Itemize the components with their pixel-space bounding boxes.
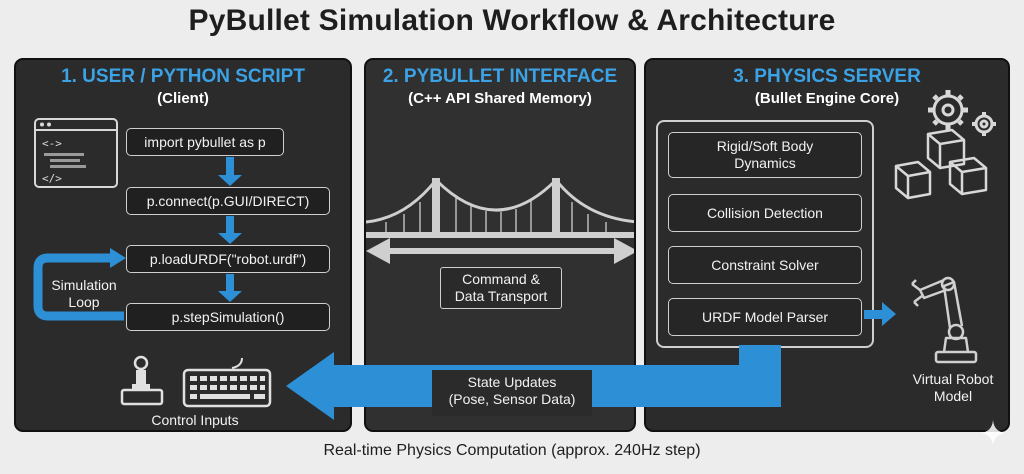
module-rigid-line1: Rigid/Soft Body — [716, 138, 814, 154]
code-step-stepsimulation: p.stepSimulation() — [126, 303, 330, 331]
simulation-loop-arrow — [33, 253, 124, 321]
transport-line2: Data Transport — [454, 288, 548, 304]
server-subheading: (Bullet Engine Core) — [754, 90, 900, 107]
virtual-robot-label: Virtual Robot Model — [896, 371, 1008, 405]
robot-label-line2: Model — [933, 388, 973, 404]
module-rigid-line2: Dynamics — [734, 155, 796, 171]
bidirectional-arrow — [366, 238, 634, 264]
code-step-loadurdf: p.loadURDF("robot.urdf") — [126, 245, 330, 273]
code-window-icon: <-> </> — [34, 118, 118, 188]
svg-text:</>: </> — [42, 172, 62, 185]
cubes-icon — [894, 128, 988, 200]
step-arrows — [33, 157, 242, 321]
robot-arm-icon — [911, 276, 978, 364]
code-step-import: import pybullet as p — [126, 128, 284, 156]
joystick-icon — [120, 355, 164, 406]
client-subheading: (Client) — [157, 90, 209, 107]
state-updates-line1: State Updates — [467, 374, 557, 390]
module-urdf-parser: URDF Model Parser — [668, 298, 862, 336]
interface-subheading: (C++ API Shared Memory) — [408, 90, 592, 107]
code-step-connect: p.connect(p.GUI/DIRECT) — [126, 187, 330, 215]
server-heading: 3. PHYSICS SERVER — [733, 66, 921, 87]
interface-heading: 2. PYBULLET INTERFACE — [382, 66, 618, 87]
client-panel: 1. USER / PYTHON SCRIPT (Client) <-> </>… — [14, 58, 352, 432]
robot-label-line1: Virtual Robot — [912, 371, 994, 387]
page-title: PyBullet Simulation Workflow & Architect… — [188, 4, 836, 37]
bridge-icon — [366, 177, 634, 238]
gears-icon — [928, 90, 996, 136]
state-updates-label: State Updates (Pose, Sensor Data) — [432, 370, 592, 416]
loop-label-line2: Loop — [68, 294, 100, 310]
keyboard-icon — [182, 357, 272, 408]
module-constraint-solver: Constraint Solver — [668, 246, 862, 284]
parser-to-robot-arrow — [864, 302, 896, 326]
module-collision-detection: Collision Detection — [668, 194, 862, 232]
sparkle-icon — [980, 420, 1006, 446]
command-data-transport-box: Command & Data Transport — [440, 267, 562, 309]
transport-line1: Command & — [462, 271, 540, 287]
svg-text:<->: <-> — [42, 137, 62, 150]
control-inputs-label: Control Inputs — [151, 412, 239, 428]
simulation-loop-label: Simulation Loop — [38, 277, 130, 311]
client-heading: 1. USER / PYTHON SCRIPT — [61, 66, 305, 87]
loop-label-line1: Simulation — [51, 277, 117, 293]
footer-caption: Real-time Physics Computation (approx. 2… — [323, 442, 701, 459]
state-updates-line2: (Pose, Sensor Data) — [448, 391, 576, 407]
